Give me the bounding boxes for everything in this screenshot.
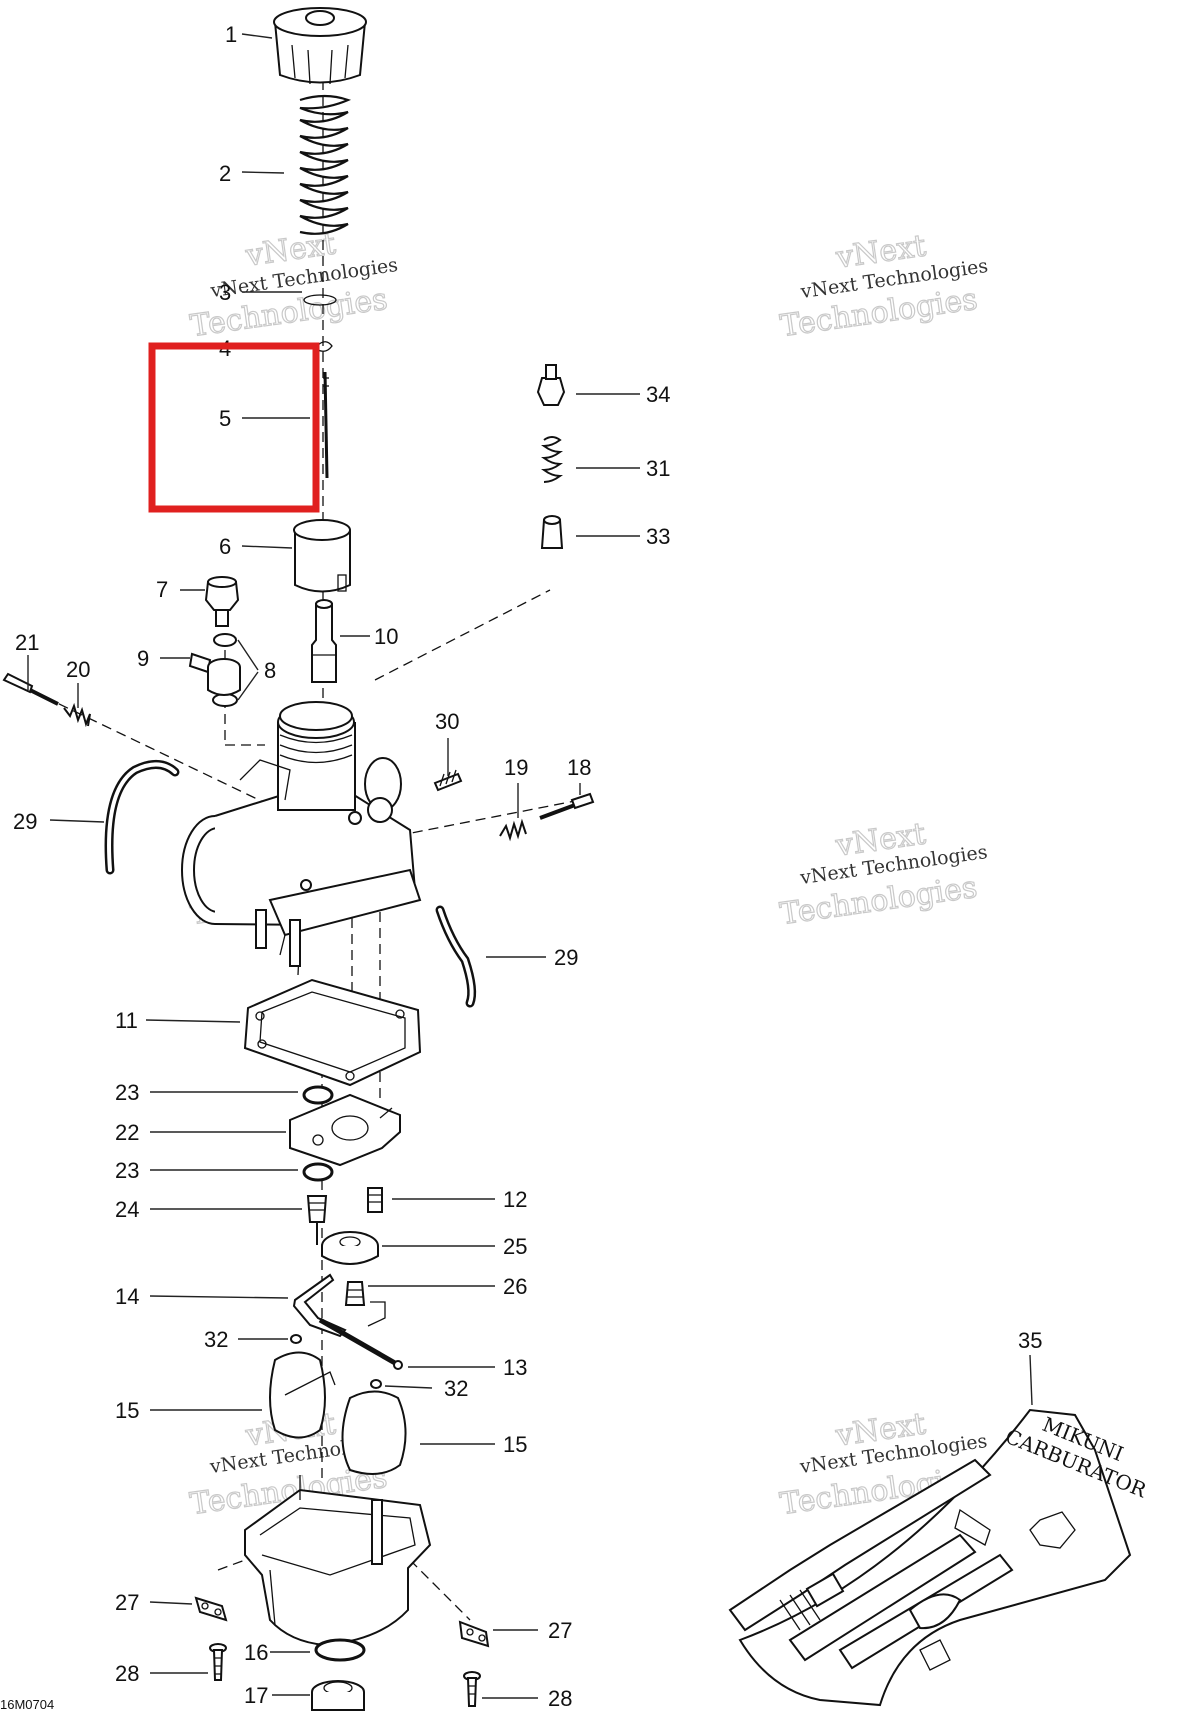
carburetor-body — [181, 701, 422, 976]
part-29-hose-left — [104, 760, 180, 875]
callout-28-right: 28 — [548, 1686, 572, 1711]
callout-10: 10 — [374, 624, 398, 649]
part-6-throttle-slide — [293, 519, 351, 593]
callout-29-right: 29 — [554, 945, 578, 970]
part-17-drain-plug — [311, 1680, 365, 1711]
callout-2: 2 — [219, 161, 231, 186]
callout-3: 3 — [219, 280, 231, 305]
part-23-o-ring-upper — [302, 1085, 334, 1105]
callout-15-left: 15 — [115, 1398, 139, 1423]
part-33-plunger — [540, 515, 564, 549]
part-8-washers — [212, 633, 238, 707]
part-31-spring — [541, 436, 563, 483]
watermark-top-right: vNext Technologies vNext Technologies — [778, 228, 990, 345]
callout-19: 19 — [504, 755, 528, 780]
part-11-gasket — [243, 978, 422, 1087]
part-27-bracket-right — [458, 1620, 490, 1648]
part-21-air-screw — [2, 672, 59, 706]
callout-15-right: 15 — [503, 1432, 527, 1457]
callout-35: 35 — [1018, 1328, 1042, 1353]
callout-1: 1 — [225, 22, 237, 47]
part-23-o-ring-lower — [302, 1162, 334, 1182]
callout-11: 11 — [115, 1008, 138, 1033]
part-15-float-left — [269, 1351, 336, 1439]
callout-26: 26 — [503, 1274, 527, 1299]
part-7-banjo-bolt — [204, 576, 240, 627]
part-27-bracket-left — [194, 1596, 228, 1622]
callout-8: 8 — [264, 658, 276, 683]
part-1-cap — [273, 7, 367, 85]
part-12-pilot-jet — [367, 1187, 383, 1213]
watermark-mid-right: vNext Technologies vNext Technologies — [777, 816, 989, 933]
part-25-baffle — [321, 1231, 379, 1265]
callout-32-right: 32 — [444, 1376, 468, 1401]
callout-34: 34 — [646, 382, 670, 407]
part-10-starter-plunger — [311, 599, 337, 683]
part-30-pilot-screw — [433, 769, 463, 792]
part-5-needle — [323, 371, 329, 479]
callout-7: 7 — [156, 577, 168, 602]
part-22-plate — [289, 1093, 401, 1167]
callout-30: 30 — [435, 709, 459, 734]
callout-14: 14 — [115, 1284, 139, 1309]
callout-12: 12 — [503, 1187, 527, 1212]
part-34-fitting — [536, 364, 566, 406]
part-28-screw-left — [209, 1643, 227, 1681]
callout-29-left: 29 — [13, 809, 37, 834]
callout-16: 16 — [244, 1640, 268, 1665]
leader-lines — [27, 33, 1033, 1699]
callout-22: 22 — [115, 1120, 139, 1145]
callout-31: 31 — [646, 456, 670, 481]
part-29-hose-right — [435, 905, 477, 1008]
part-16-o-ring — [314, 1638, 366, 1662]
callout-17: 17 — [244, 1683, 268, 1708]
callout-27-left: 27 — [115, 1590, 139, 1615]
part-26-main-jet — [344, 1281, 366, 1306]
callout-28-left: 28 — [115, 1661, 139, 1686]
callout-numbers: 1 2 3 4 5 6 7 8 9 10 11 12 13 14 15 15 1… — [13, 22, 1042, 1711]
callout-27-right: 27 — [548, 1618, 572, 1643]
callout-23-lower: 23 — [115, 1158, 139, 1183]
part-13-float-pin — [318, 1317, 403, 1370]
callout-20: 20 — [66, 657, 90, 682]
callout-23-upper: 23 — [115, 1080, 139, 1105]
part-28-screw-right — [463, 1671, 481, 1707]
part-19-spring — [499, 818, 527, 842]
callout-32-left: 32 — [204, 1327, 228, 1352]
callout-33: 33 — [646, 524, 670, 549]
callout-13: 13 — [503, 1355, 527, 1380]
callout-9: 9 — [137, 646, 149, 671]
part-20-spring — [63, 702, 91, 728]
callout-21: 21 — [15, 630, 39, 655]
watermark-top-left: vNext Technologies vNext Technologies — [188, 226, 400, 345]
part-2-spring — [299, 94, 352, 235]
part-9-banjo-fitting — [188, 652, 241, 696]
part-24-needle-jet — [306, 1195, 328, 1245]
part-3-clip — [303, 294, 337, 306]
part-32-screw-right — [370, 1379, 382, 1389]
callout-18: 18 — [567, 755, 591, 780]
callout-5: 5 — [219, 406, 231, 431]
callout-24: 24 — [115, 1197, 139, 1222]
float-bowl — [244, 1475, 432, 1647]
callout-25: 25 — [503, 1234, 527, 1259]
highlight-box — [148, 342, 320, 513]
part-18-idle-screw — [539, 792, 595, 820]
part-32-screw-left — [290, 1334, 302, 1344]
callout-6: 6 — [219, 534, 231, 559]
part-15-float-right — [341, 1390, 407, 1475]
part-4-e-clip — [317, 341, 333, 352]
figure-code: 16M0704 — [0, 1697, 54, 1712]
part-14-float-arm — [292, 1273, 386, 1338]
